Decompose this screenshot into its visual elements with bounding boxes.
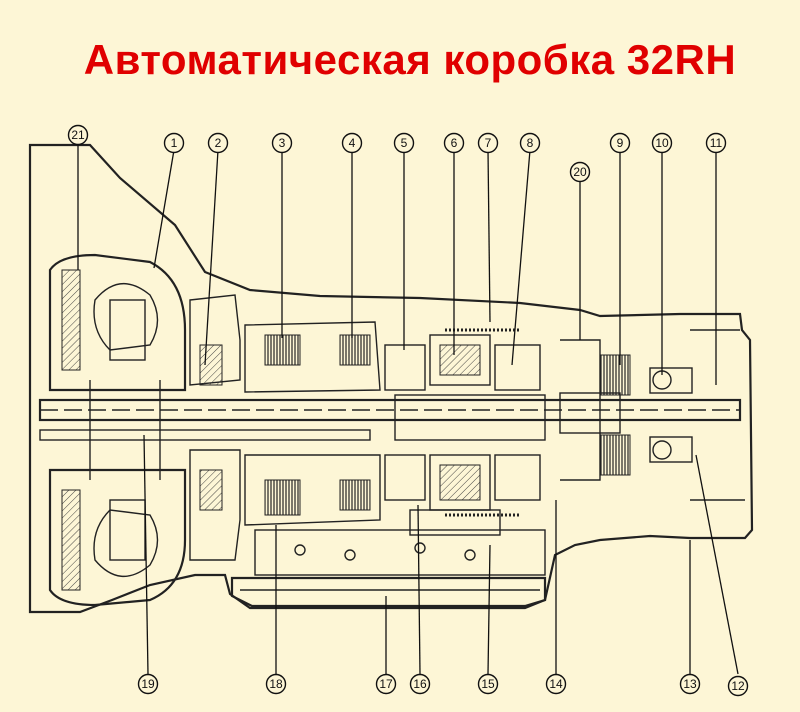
torque-converter <box>48 253 187 607</box>
callout-15: 15 <box>477 673 499 695</box>
callout-17: 17 <box>375 673 397 695</box>
svg-text:8: 8 <box>527 136 534 150</box>
callout-7: 7 <box>477 132 499 154</box>
callout-20: 20 <box>569 161 591 183</box>
callout-2: 2 <box>207 132 229 154</box>
callout-18: 18 <box>265 673 287 695</box>
svg-text:10: 10 <box>655 136 669 150</box>
valve-body-and-pan <box>230 509 547 608</box>
clutch-packs <box>244 321 426 526</box>
callout-21: 21 <box>67 124 89 146</box>
svg-text:9: 9 <box>617 136 624 150</box>
diagram-title: Автоматическая коробка 32RH <box>83 36 737 83</box>
svg-text:7: 7 <box>485 136 492 150</box>
svg-text:1: 1 <box>171 136 178 150</box>
housing-outline <box>28 143 754 614</box>
svg-text:12: 12 <box>731 679 745 693</box>
pump-housing <box>189 294 241 561</box>
svg-text:17: 17 <box>379 677 393 691</box>
svg-text:4: 4 <box>349 136 356 150</box>
callout-4: 4 <box>341 132 363 154</box>
svg-text:6: 6 <box>451 136 458 150</box>
callout-16: 16 <box>409 673 431 695</box>
svg-text:2: 2 <box>215 136 222 150</box>
callout-5: 5 <box>393 132 415 154</box>
callout-10: 10 <box>651 132 673 154</box>
svg-text:11: 11 <box>710 136 723 150</box>
svg-text:21: 21 <box>71 128 85 142</box>
callout-8: 8 <box>519 132 541 154</box>
output-section <box>560 329 745 501</box>
callout-6: 6 <box>443 132 465 154</box>
svg-text:13: 13 <box>683 677 697 691</box>
svg-text:18: 18 <box>269 677 283 691</box>
svg-text:15: 15 <box>481 677 495 691</box>
callout-3: 3 <box>271 132 293 154</box>
svg-text:14: 14 <box>549 677 563 691</box>
callout-19: 19 <box>137 673 159 695</box>
main-shaft <box>38 392 742 441</box>
svg-text:16: 16 <box>413 677 427 691</box>
svg-text:3: 3 <box>279 136 286 150</box>
callout-12: 12 <box>727 675 749 697</box>
callout-11: 11 <box>705 132 727 154</box>
svg-text:5: 5 <box>401 136 408 150</box>
callout-14: 14 <box>545 673 567 695</box>
svg-text:20: 20 <box>573 165 587 179</box>
callout-1: 1 <box>163 132 185 154</box>
planetary-gearsets <box>429 328 541 517</box>
svg-text:19: 19 <box>141 677 155 691</box>
callout-13: 13 <box>679 673 701 695</box>
leader-lines <box>77 143 739 675</box>
callout-9: 9 <box>609 132 631 154</box>
